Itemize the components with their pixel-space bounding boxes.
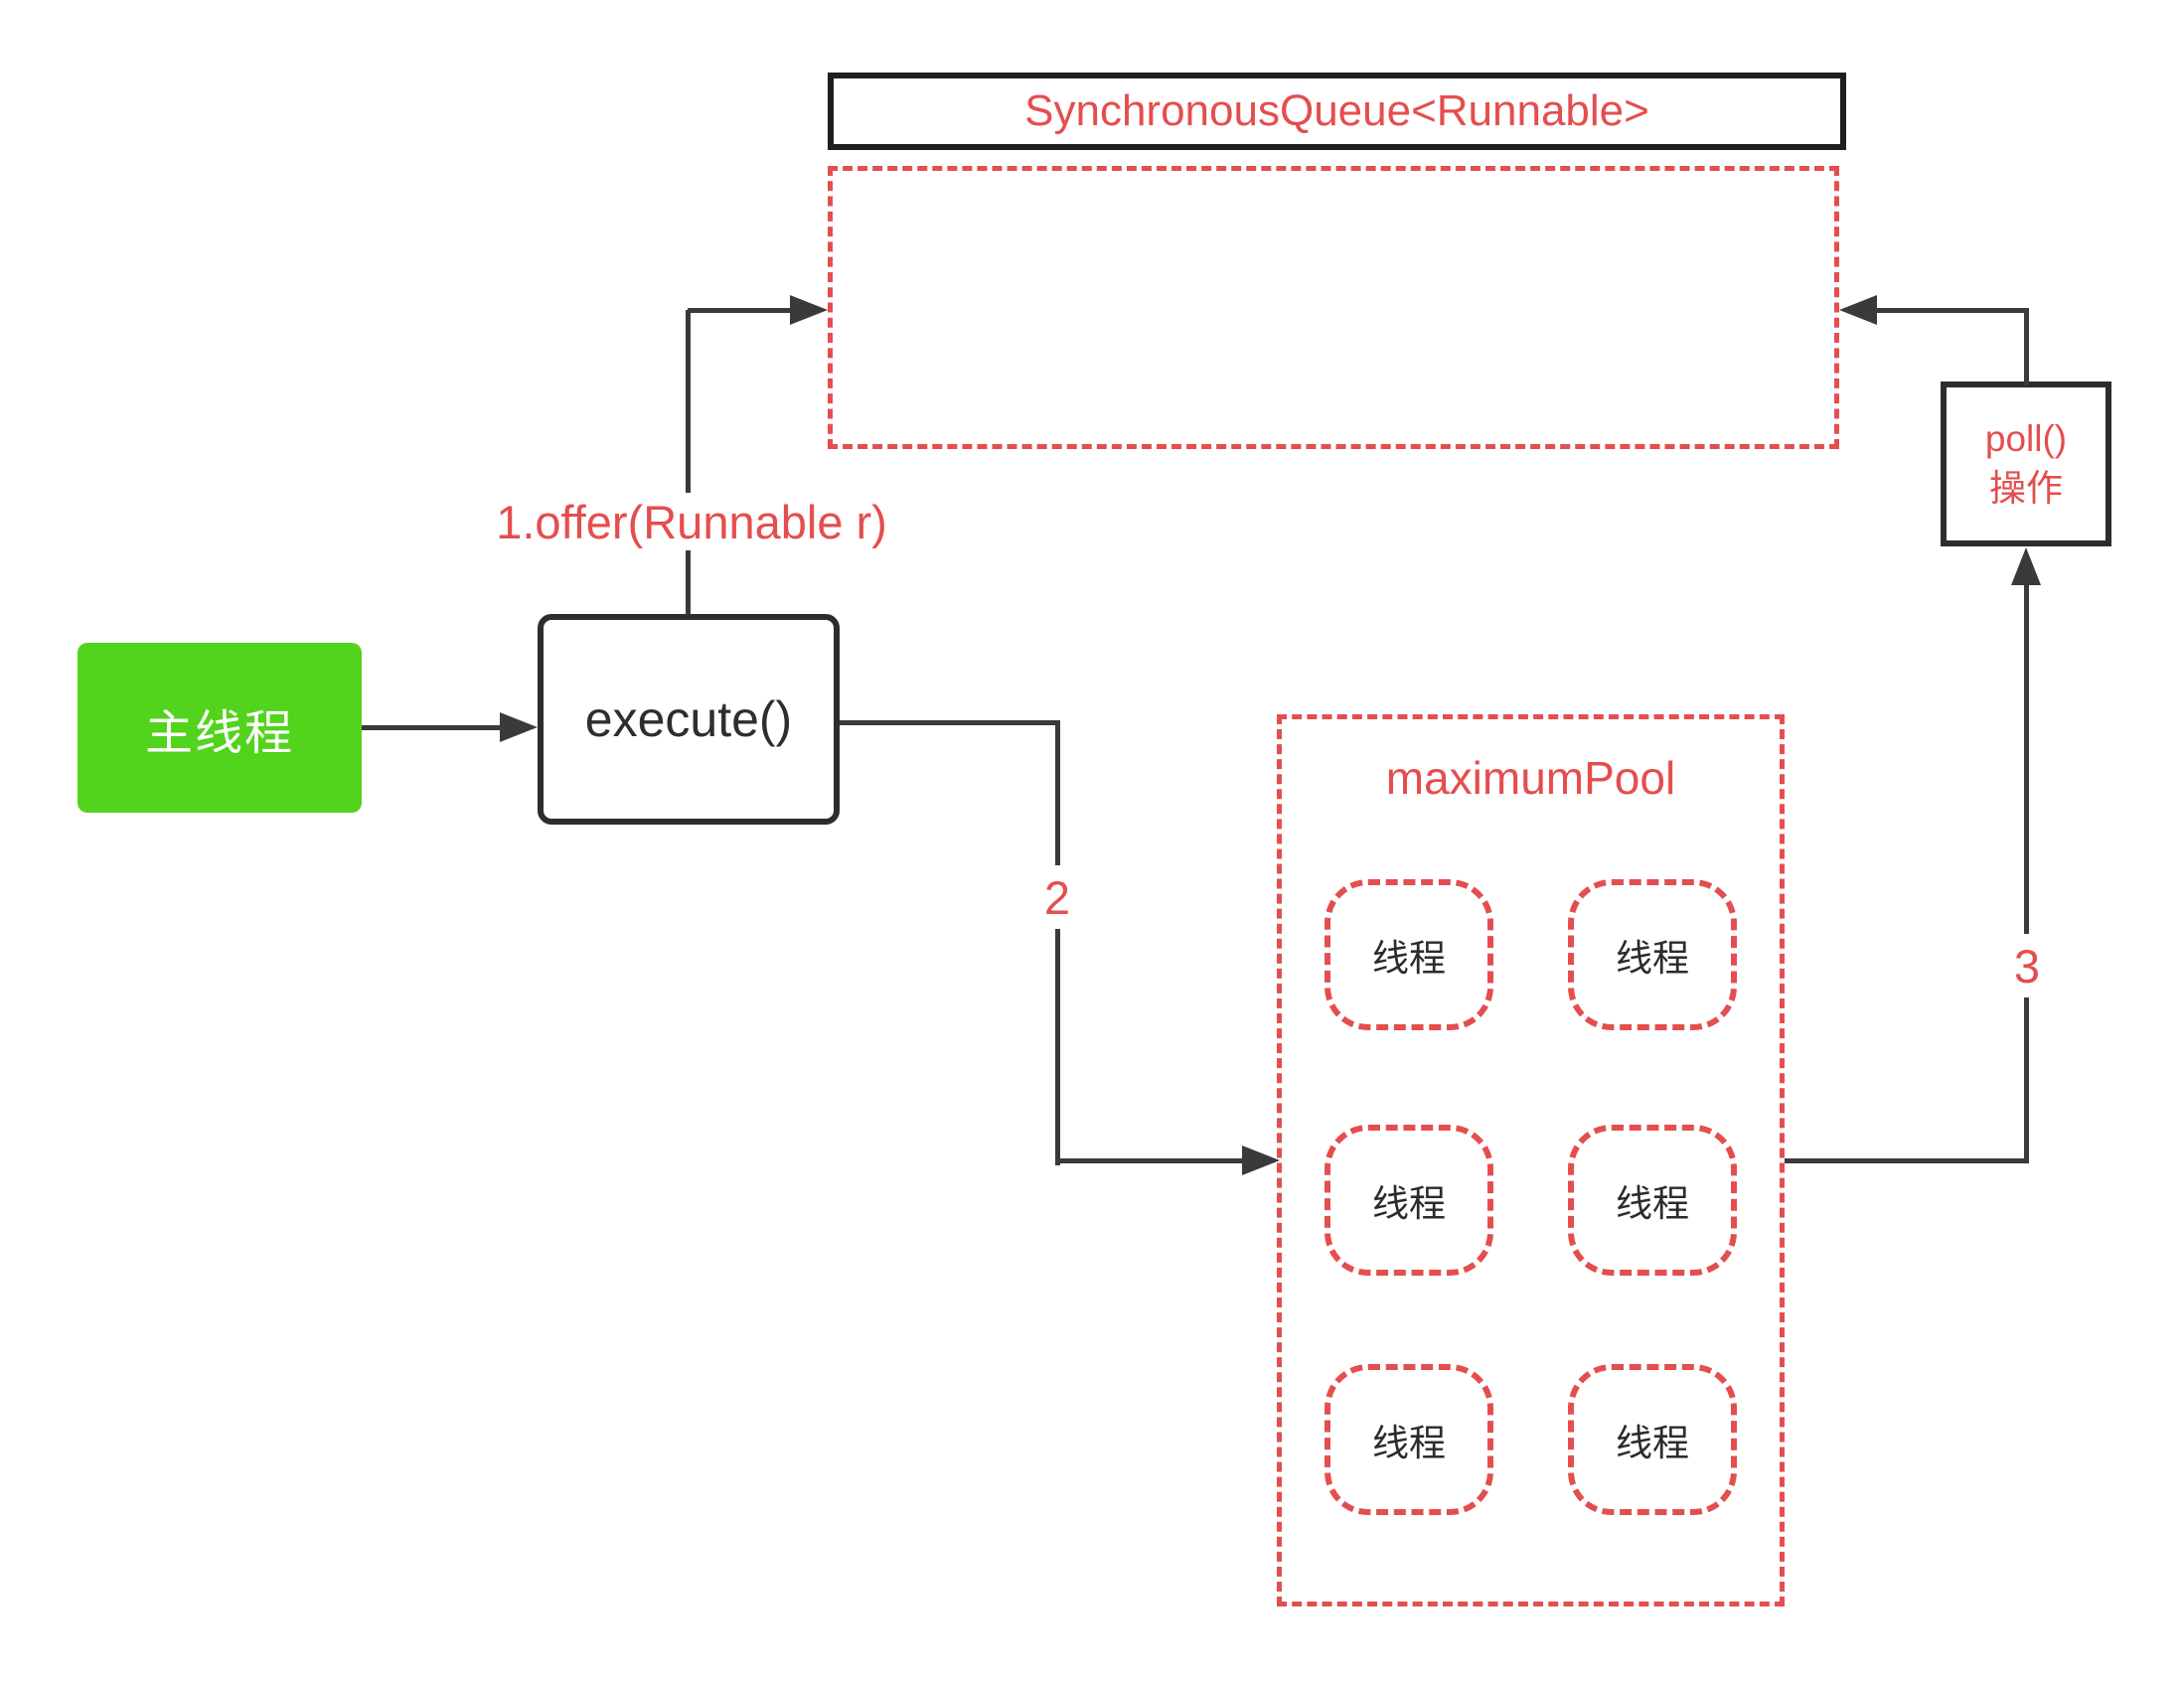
main-thread-box: 主线程	[78, 643, 362, 813]
edge-step3-vertical	[2024, 584, 2029, 1163]
edge-poll-horizontal	[1875, 308, 2029, 313]
maximum-pool-title: maximumPool	[1385, 752, 1676, 804]
arrowhead-up-icon	[2011, 547, 2041, 585]
thread-box: 线程	[1568, 1364, 1737, 1515]
arrowhead-left-icon	[1839, 295, 1877, 325]
queue-title-label: SynchronousQueue<Runnable>	[1024, 86, 1649, 135]
step2-edge-label: 2	[1029, 865, 1085, 929]
edge-offer-vertical	[686, 310, 691, 615]
thread-box: 线程	[1325, 879, 1493, 1030]
edge-offer-horizontal	[688, 308, 792, 313]
arrowhead-right-icon	[500, 712, 538, 742]
thread-box: 线程	[1325, 1125, 1493, 1276]
thread-box: 线程	[1568, 1125, 1737, 1276]
edge-step2-horizontal-top	[840, 720, 1060, 725]
thread-label: 线程	[1616, 1183, 1689, 1224]
thread-label: 线程	[1616, 1423, 1689, 1463]
poll-sublabel: 操作	[1989, 468, 2063, 509]
thread-box: 线程	[1325, 1364, 1493, 1515]
queue-dashed-box	[828, 166, 1839, 449]
offer-edge-label: 1.offer(Runnable r)	[467, 493, 916, 550]
edge-step2-vertical	[1055, 720, 1060, 1165]
queue-title-box: SynchronousQueue<Runnable>	[828, 73, 1846, 150]
execute-box: execute()	[538, 614, 840, 825]
step3-edge-label: 3	[1999, 934, 2055, 997]
execute-label: execute()	[584, 691, 793, 747]
main-thread-label: 主线程	[144, 706, 294, 760]
edge-poll-vertical	[2024, 308, 2029, 385]
edge-step3-horizontal	[1785, 1158, 2029, 1163]
arrowhead-right-icon	[790, 295, 828, 325]
poll-box: poll() 操作	[1941, 382, 2111, 546]
thread-label: 线程	[1372, 1183, 1446, 1224]
edge-main-to-execute	[362, 725, 502, 730]
edge-step2-horizontal-bottom	[1055, 1158, 1244, 1163]
thread-box: 线程	[1568, 879, 1737, 1030]
thread-label: 线程	[1616, 938, 1689, 979]
arrowhead-right-icon	[1242, 1146, 1280, 1175]
poll-label: poll()	[1984, 418, 2068, 460]
thread-label: 线程	[1372, 938, 1446, 979]
thread-label: 线程	[1372, 1423, 1446, 1463]
